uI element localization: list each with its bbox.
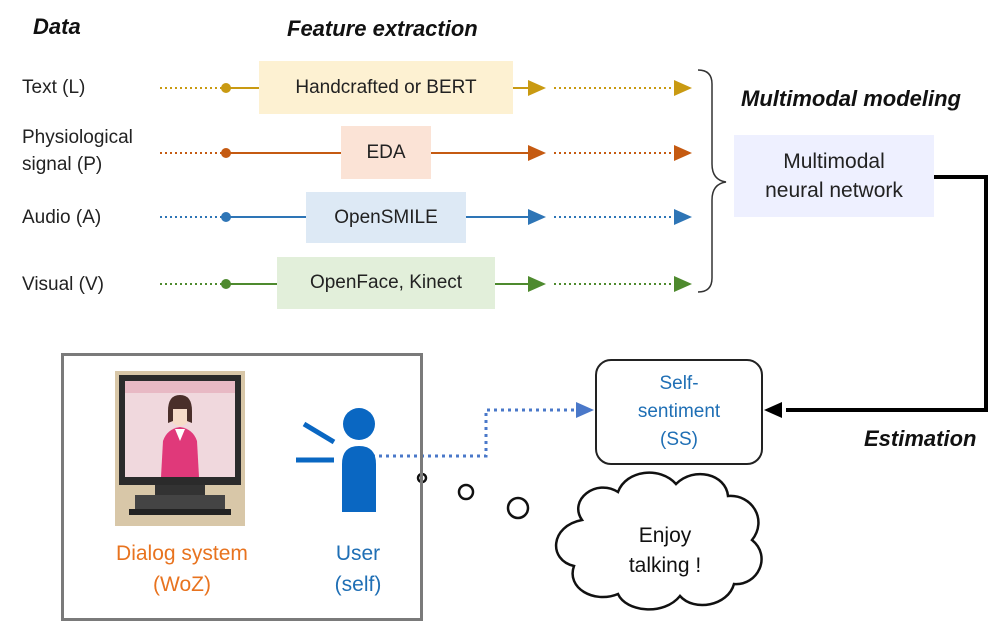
user-to-ss-connector <box>372 408 578 458</box>
self-sentiment-line1: Self- <box>659 373 699 394</box>
self-sentiment-line2: sentiment <box>637 401 721 422</box>
user-caption-line1: User <box>335 542 381 565</box>
row-label-physiological-line2: signal (P) <box>22 154 103 175</box>
dialog-system-caption: Dialog system (WoZ) <box>92 538 272 600</box>
thought-cloud-line2: talking ! <box>628 554 702 577</box>
extractor-openface-box: OpenFace, Kinect <box>277 257 495 309</box>
user-caption-line2: (self) <box>334 573 382 596</box>
visual-arrowhead-1 <box>528 276 546 292</box>
phys-arrowhead-2 <box>674 145 692 161</box>
extractor-eda-box: EDA <box>341 126 431 179</box>
thought-bubble-large <box>506 496 530 520</box>
row-label-text: Text (L) <box>22 77 86 98</box>
visual-arrowhead-2 <box>674 276 692 292</box>
row-label-physiological: Physiological signal (P) <box>22 124 133 178</box>
thought-cloud-text: Enjoy talking ! <box>600 521 730 581</box>
header-data: Data <box>33 14 81 39</box>
phys-arrowhead-1 <box>528 145 546 161</box>
text-arrowhead-2 <box>674 80 692 96</box>
extractor-opensmile-box: OpenSMILE <box>306 192 466 243</box>
grouping-brace <box>697 69 727 293</box>
row-label-physiological-line1: Physiological <box>22 127 133 148</box>
scene-frame <box>61 353 423 621</box>
audio-arrowhead-2 <box>674 209 692 225</box>
self-sentiment-box: Self- sentiment (SS) <box>595 359 763 465</box>
header-multimodal-modeling: Multimodal modeling <box>741 86 961 111</box>
estimation-connector <box>786 175 988 412</box>
text-arrowhead-1 <box>528 80 546 96</box>
multimodal-network-box: Multimodal neural network <box>734 135 934 217</box>
thought-cloud-line1: Enjoy <box>638 524 692 547</box>
header-estimation: Estimation <box>864 426 977 451</box>
self-sentiment-line3: (SS) <box>660 429 698 450</box>
row-label-visual: Visual (V) <box>22 274 105 295</box>
thought-bubble-medium <box>457 483 475 501</box>
header-feature-extraction: Feature extraction <box>287 16 478 41</box>
extractor-text-box: Handcrafted or BERT <box>259 61 513 114</box>
row-label-audio: Audio (A) <box>22 207 102 228</box>
dialog-system-caption-line2: (WoZ) <box>153 573 211 596</box>
dialog-system-caption-line1: Dialog system <box>116 542 248 565</box>
dialog-system-monitor-image <box>115 371 245 526</box>
user-caption: User (self) <box>318 538 398 600</box>
user-figure-icon <box>296 408 376 512</box>
multimodal-network-line1: Multimodal <box>783 150 885 173</box>
estimation-arrowhead <box>764 402 782 418</box>
thought-cloud <box>555 471 763 611</box>
audio-arrowhead-1 <box>528 209 546 225</box>
multimodal-network-line2: neural network <box>765 179 903 202</box>
user-to-ss-arrowhead <box>576 402 594 418</box>
